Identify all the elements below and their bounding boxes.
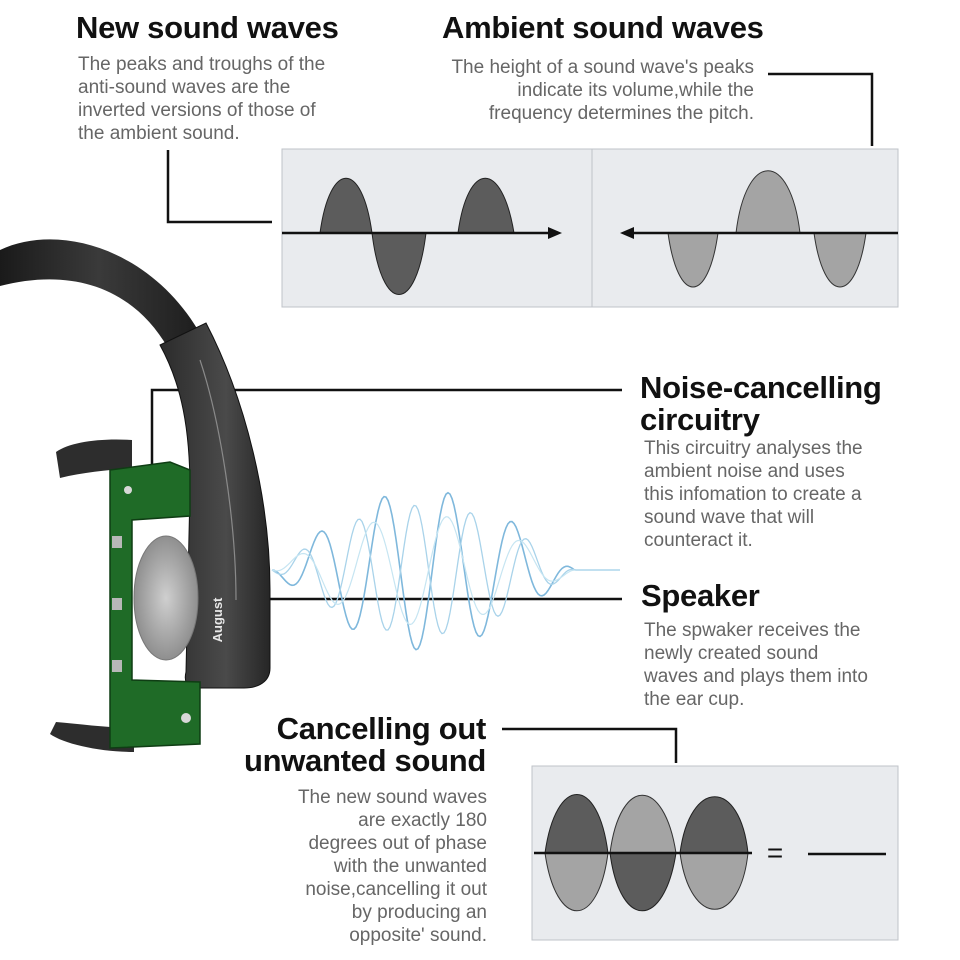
wave-peak — [735, 170, 801, 234]
sound-wave-line — [271, 516, 620, 626]
equals-sign: = — [767, 837, 783, 868]
new-sound-waves-title: New sound waves — [76, 10, 339, 45]
headband-slider — [159, 322, 271, 689]
wave-trough — [813, 232, 867, 288]
slider-highlight — [199, 359, 237, 601]
pcb-screw — [181, 713, 191, 723]
ambient-sound-waves-panel — [591, 148, 899, 308]
noise-cancelling-circuitry-description: This circuitry analyses the ambient nois… — [644, 438, 863, 551]
headband — [0, 239, 198, 348]
wave-trough — [371, 232, 427, 295]
ambient-waves-connector — [768, 72, 874, 146]
emitted-sound-waves — [271, 491, 620, 651]
pcb-component — [112, 598, 122, 610]
wave-peak — [319, 177, 373, 234]
arrow-head-right — [548, 227, 562, 239]
headphone-illustration: August — [0, 239, 271, 752]
ambient-sound-waves-title: Ambient sound waves — [442, 10, 764, 45]
wave-trough — [667, 232, 719, 288]
sound-wave-line — [271, 504, 620, 635]
new-sound-waves-panel — [281, 148, 593, 308]
speaker-driver — [133, 535, 199, 661]
cancelling-connector — [502, 727, 678, 763]
new-sound-waves-description: The peaks and troughs of the anti-sound … — [78, 54, 326, 144]
cancelling-out-description: The new sound waves are exactly 180 degr… — [297, 787, 487, 946]
wave-trough — [544, 852, 609, 911]
speaker-title: Speaker — [641, 578, 760, 613]
wave-trough — [679, 852, 749, 910]
pcb-screw — [124, 486, 132, 494]
pcb-component — [112, 536, 122, 548]
wave-peak — [609, 795, 677, 854]
ambient-sound-waves-description: The height of a sound wave's peaks indic… — [451, 57, 754, 124]
speaker-description: The spwaker receives the newly created s… — [644, 620, 868, 710]
new-waves-connector — [166, 150, 272, 224]
arrow-head-left — [620, 227, 634, 239]
circuitry-connector — [150, 388, 622, 468]
wave-peak — [679, 796, 749, 854]
wave-peak — [544, 794, 609, 854]
pcb-component — [112, 660, 122, 672]
wave-peak — [457, 177, 515, 234]
noise-cancelling-circuitry-title: Noise-cancelling circuitry — [640, 370, 882, 437]
cancelling-result-panel: = — [531, 765, 899, 941]
sound-wave-line — [271, 491, 620, 651]
brand-logo: August — [210, 597, 225, 642]
circuit-board — [109, 461, 201, 749]
cancelling-out-title: Cancelling out unwanted sound — [243, 711, 486, 778]
ear-cup-shell-top — [56, 439, 132, 478]
wave-trough — [609, 852, 677, 911]
